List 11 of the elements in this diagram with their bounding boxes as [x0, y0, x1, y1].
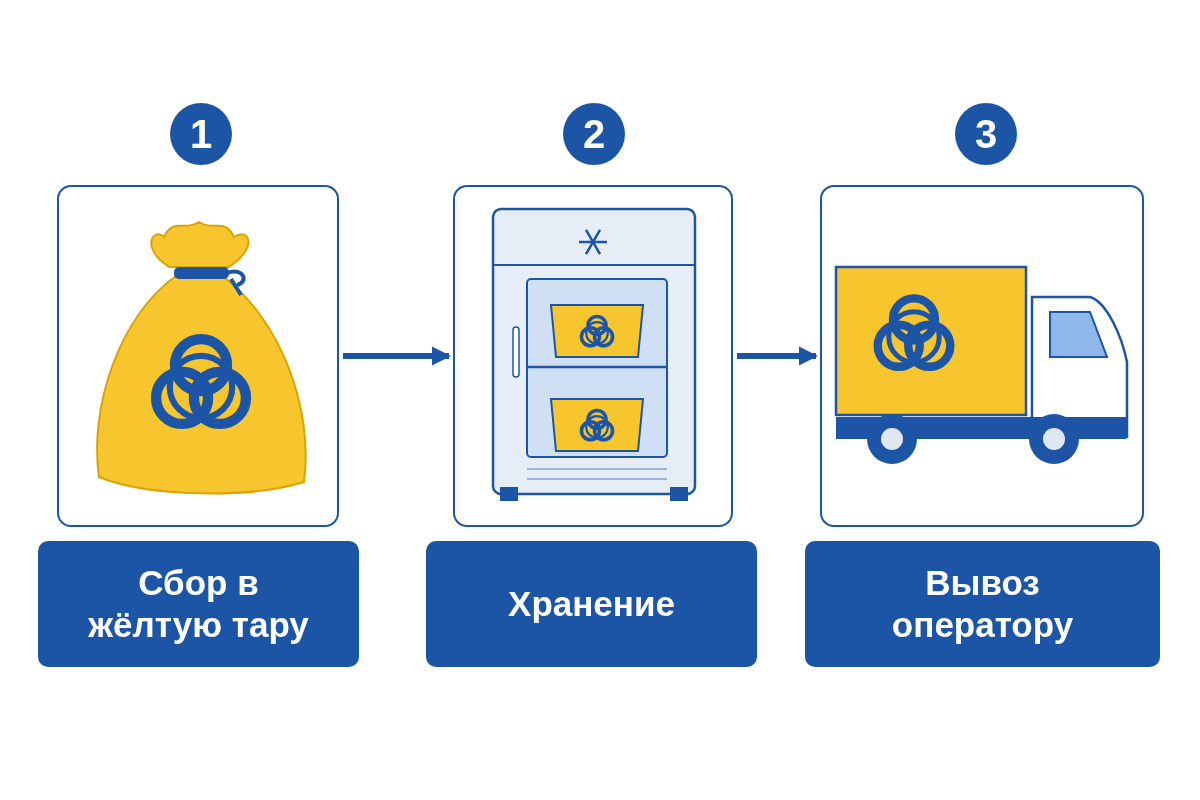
arrow [737, 346, 818, 366]
step-number: 1 [170, 103, 232, 165]
image-card [820, 185, 1144, 527]
step-label: Вывоз оператору [805, 541, 1160, 667]
arrow [343, 346, 451, 366]
step-label: Хранение [426, 541, 757, 667]
step-number: 2 [563, 103, 625, 165]
step-label: Сбор в жёлтую тару [38, 541, 359, 667]
image-card [453, 185, 733, 527]
image-card [57, 185, 339, 527]
step-number: 3 [955, 103, 1017, 165]
